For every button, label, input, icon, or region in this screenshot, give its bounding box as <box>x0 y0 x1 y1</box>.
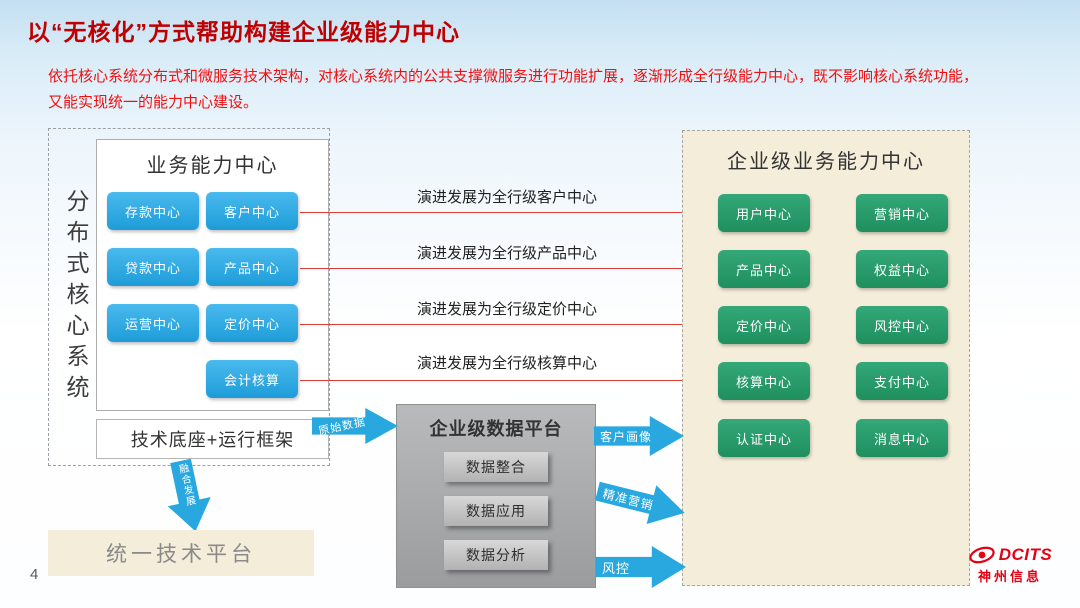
data-platform-item: 数据整合 <box>444 452 548 482</box>
evolution-label: 演进发展为全行级客户中心 <box>416 189 597 206</box>
enterprise-capability-button: 风控中心 <box>856 306 948 344</box>
logo-brand-text: DCITS <box>998 545 1053 564</box>
core-capability-button: 贷款中心 <box>107 248 199 286</box>
tech-base-box: 技术底座+运行框架 <box>96 419 329 459</box>
data-platform-item: 数据分析 <box>444 540 548 570</box>
distributed-core-vertical-label: 分布式核心系统 <box>63 188 89 406</box>
data-platform-item: 数据应用 <box>444 496 548 526</box>
customer-profile-arrow-label: 客户画像 <box>600 429 653 444</box>
intro-paragraph: 依托核心系统分布式和微服务技术架构，对核心系统内的公共支撑微服务进行功能扩展，逐… <box>48 68 979 112</box>
evolution-label: 演进发展为全行级核算中心 <box>416 355 597 372</box>
enterprise-capability-title: 企业级业务能力中心 <box>727 151 925 173</box>
evolution-label: 演进发展为全行级产品中心 <box>416 245 597 262</box>
evolution-arrow-line <box>300 263 715 272</box>
enterprise-capability-button: 用户中心 <box>718 194 810 232</box>
enterprise-capability-button: 认证中心 <box>718 419 810 457</box>
fusion-arrow-label: 融合发展 <box>175 462 196 508</box>
core-capability-button: 定价中心 <box>206 304 298 342</box>
distributed-core-label-wrap: 分布式核心系统 <box>56 128 96 466</box>
evolution-label: 演进发展为全行级定价中心 <box>416 301 597 318</box>
page-number: 4 <box>30 566 39 583</box>
evolution-arrow-line <box>300 319 715 328</box>
page-title: 以“无核化”方式帮助构建企业级能力中心 <box>27 19 460 45</box>
dcits-swoosh-icon <box>969 546 995 564</box>
logo-company-text: 神州信息 <box>977 569 1042 584</box>
enterprise-capability-button: 营销中心 <box>856 194 948 232</box>
core-capability-button: 会计核算 <box>206 360 298 398</box>
risk-control-arrow-label: 风控 <box>602 560 631 576</box>
core-capability-button: 产品中心 <box>206 248 298 286</box>
precision-marketing-arrow-label: 精准营销 <box>601 486 656 513</box>
enterprise-capability-button: 权益中心 <box>856 250 948 288</box>
unified-platform-box: 统一技术平台 <box>48 530 314 576</box>
core-capability-button: 运营中心 <box>107 304 199 342</box>
fusion-arrow: 融合发展 <box>159 456 217 536</box>
evolution-arrow-line <box>300 375 715 384</box>
core-capability-button: 存款中心 <box>107 192 199 230</box>
evolution-arrow-line <box>300 207 715 216</box>
dcits-logo: DCITS 神州信息 <box>954 545 1066 585</box>
enterprise-capability-button: 定价中心 <box>718 306 810 344</box>
data-platform-title: 企业级数据平台 <box>429 419 563 439</box>
precision-marketing-arrow: 精准营销 <box>592 472 689 533</box>
enterprise-capability-button: 核算中心 <box>718 362 810 400</box>
core-capability-button: 客户中心 <box>206 192 298 230</box>
business-capability-title: 业务能力中心 <box>146 155 279 177</box>
risk-control-arrow: 风控 <box>596 546 686 588</box>
enterprise-capability-button: 支付中心 <box>856 362 948 400</box>
enterprise-capability-button: 消息中心 <box>856 419 948 457</box>
customer-profile-arrow: 客户画像 <box>594 416 684 456</box>
enterprise-capability-button: 产品中心 <box>718 250 810 288</box>
